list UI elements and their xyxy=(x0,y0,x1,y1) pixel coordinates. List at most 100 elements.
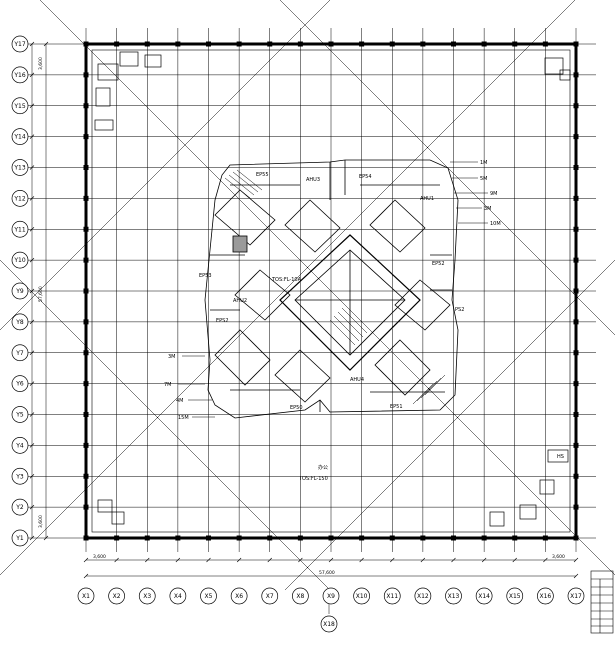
grid-bubble-circle xyxy=(383,587,401,605)
grid-bubble-label: Y15 xyxy=(13,103,25,110)
grid-bubble-label: X4 xyxy=(174,593,182,600)
column xyxy=(573,412,579,417)
column xyxy=(83,41,89,47)
structural-grid xyxy=(26,28,596,552)
dimension-texts: 3,600 3,600 57,600 3,600 57,600 3,600 xyxy=(38,57,565,576)
grid-bubble: X7 xyxy=(261,587,279,605)
grid-bubble-circle xyxy=(506,587,524,605)
grid-bubble-circle xyxy=(138,587,156,605)
column xyxy=(175,535,181,541)
column xyxy=(542,535,548,541)
grid-bubble-label: Y12 xyxy=(13,195,25,202)
grid-bubble: Y3 xyxy=(11,467,29,485)
grid-bubble-circle xyxy=(11,529,29,547)
grid-bubble-circle xyxy=(11,437,29,454)
dim-tick xyxy=(328,557,334,563)
column xyxy=(83,288,89,294)
grid-bubble: Y7 xyxy=(11,344,29,362)
column xyxy=(83,226,89,232)
grid-bubble: X8 xyxy=(292,587,309,605)
column xyxy=(83,504,89,510)
grid-bubble-label: Y11 xyxy=(13,226,25,233)
column xyxy=(114,41,120,47)
dim-tick xyxy=(29,288,35,294)
column xyxy=(297,41,303,47)
room-label-ahu4: AHU4 xyxy=(350,377,364,383)
dim-tick xyxy=(236,557,242,563)
callout-label: 3M xyxy=(484,206,492,212)
grid-bubble-label: X11 xyxy=(386,593,398,600)
column xyxy=(542,41,548,47)
title-block xyxy=(590,570,614,634)
grid-bubble: X10 xyxy=(353,587,370,605)
grid-bubble-label: X1 xyxy=(82,593,90,600)
dim-left-top: 3,600 xyxy=(38,57,44,70)
column xyxy=(83,350,89,356)
column xyxy=(236,41,242,47)
column xyxy=(83,72,89,78)
grid-bubble-label: Y2 xyxy=(15,504,24,511)
grid-bubble-circle xyxy=(322,587,340,605)
column xyxy=(573,165,579,170)
grid-bubble: Y17 xyxy=(11,35,29,53)
diagonal-axis-line xyxy=(39,0,615,576)
grid-bubble-circle xyxy=(11,35,29,53)
dim-tick xyxy=(114,557,119,563)
column xyxy=(481,535,487,541)
dim-tick xyxy=(298,557,303,563)
grid-bubble-circle xyxy=(230,587,248,605)
zone-label: 办公 xyxy=(318,464,328,471)
dim-tick xyxy=(359,557,364,563)
grid-bubble-circle xyxy=(11,66,29,84)
column xyxy=(83,412,89,417)
callout-label: 10M xyxy=(490,221,501,227)
dim-tick xyxy=(29,474,35,479)
row-axis-bubbles: Y17Y16Y15Y14Y13Y12Y11Y10Y9Y8Y7Y6Y5Y4Y3Y2… xyxy=(11,35,29,547)
column xyxy=(573,195,579,201)
grid-bubble: X2 xyxy=(108,587,125,605)
leader-lines xyxy=(178,161,488,418)
grid-bubble-circle xyxy=(108,587,125,605)
callout-label: 9M xyxy=(490,191,498,197)
grid-bubble: X11 xyxy=(383,587,401,605)
dim-tick xyxy=(573,573,579,579)
grid-bubble: Y10 xyxy=(11,251,29,269)
column xyxy=(573,226,579,232)
grid-bubble-label: Y1 xyxy=(15,535,24,542)
column xyxy=(83,442,89,448)
dim-tick xyxy=(451,557,456,563)
room-label-ahu1: AHU1 xyxy=(420,196,434,202)
column xyxy=(573,319,579,325)
grid-bubble: X15 xyxy=(506,587,524,605)
grid-bubble-label: Y5 xyxy=(15,412,24,419)
column xyxy=(420,535,426,541)
grid-bubble-circle xyxy=(11,220,29,238)
column xyxy=(573,288,579,294)
column xyxy=(481,41,487,47)
column xyxy=(573,257,579,263)
grid-bubble: Y6 xyxy=(11,375,29,392)
grid-bubble: X13 xyxy=(445,587,462,605)
dim-tick xyxy=(512,557,517,563)
grid-bubble: Y12 xyxy=(11,190,29,207)
dim-tick xyxy=(206,557,211,563)
grid-bubble: X9 xyxy=(322,587,340,605)
grid-bubble-label: X2 xyxy=(113,593,121,600)
column xyxy=(83,257,89,263)
column xyxy=(420,41,426,47)
grid-bubble: X3 xyxy=(138,587,156,605)
column xyxy=(573,473,579,479)
grid-bubble-label: Y14 xyxy=(13,134,25,141)
grid-bubble-label: X9 xyxy=(327,593,335,600)
dim-tick xyxy=(29,319,35,325)
column xyxy=(573,504,579,510)
grid-bubble-circle xyxy=(475,587,493,605)
column xyxy=(83,103,89,109)
grid-bubble-label: X13 xyxy=(448,593,460,600)
column xyxy=(573,72,579,78)
grid-bubble-circle xyxy=(261,587,279,605)
room-label-ahu3: AHU3 xyxy=(306,177,320,183)
extra-axis-bubble: X18 xyxy=(320,604,338,633)
column xyxy=(451,41,456,47)
room-label-ep51: EP51 xyxy=(390,404,403,410)
